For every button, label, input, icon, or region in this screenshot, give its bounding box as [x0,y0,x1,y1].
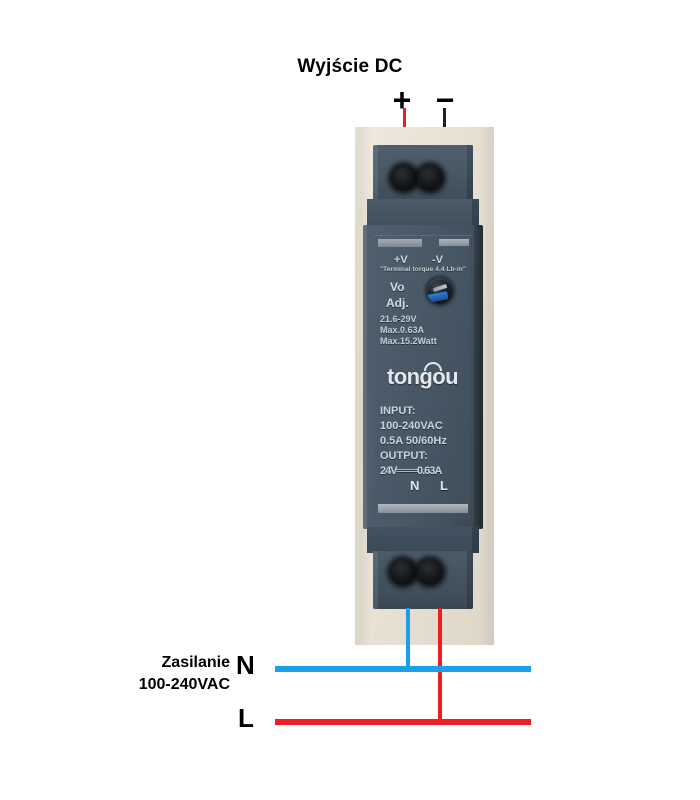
ac-supply-caption: Zasilanie 100-240VAC [122,652,230,696]
dc-negative-terminal-hole [417,165,443,191]
input-heading: INPUT: [380,405,416,417]
output-voltage-range: 21.6-29V [380,314,417,324]
silver-sticker-right [439,239,469,246]
dc-positive-sign: + [392,82,412,118]
line-bus-wire [275,719,531,725]
neutral-terminal-hole [390,559,416,585]
lower-shoulder [367,527,479,553]
input-voltage: 100-240VAC [380,420,443,432]
dc-output-title: Wyjście DC [297,56,403,77]
dc-positive-terminal-hole [391,165,417,191]
vo-adjust-label-line1: Vo [390,280,405,294]
ac-supply-line1: Zasilanie [161,654,230,671]
terminal-torque-note: "Terminal torque 4.4 Lb-in" [380,266,467,273]
device-label-face: +V -V "Terminal torque 4.4 Lb-in" Vo Adj… [373,235,471,519]
line-label: L [238,703,254,733]
power-supply-device: +V -V "Terminal torque 4.4 Lb-in" Vo Adj… [355,127,494,645]
neutral-bus-wire [275,666,531,672]
neutral-label: N [236,650,255,680]
line-terminal-hole [417,559,443,585]
upper-shoulder [367,199,479,227]
dc-negative-sign: − [435,82,455,118]
negative-terminal-marking: -V [432,254,443,266]
potentiometer-blue-body [427,291,449,303]
brand-arc-accent [424,362,442,371]
device-main-body: +V -V "Terminal torque 4.4 Lb-in" Vo Adj… [363,225,483,529]
positive-terminal-marking: +V [394,254,408,266]
max-power-rating: Max.15.2Watt [380,336,437,346]
silver-bar-bottom [378,504,468,513]
line-terminal-marking: L [440,478,448,493]
silver-sticker-left [378,239,422,247]
max-current-rating: Max.0.63A [380,325,425,335]
voltage-adjust-potentiometer[interactable] [427,278,453,304]
ac-supply-line2: 100-240VAC [138,676,230,693]
output-rating: 24V═══0.63A [380,465,442,477]
vo-adjust-label-line2: Adj. [386,296,409,310]
output-heading: OUTPUT: [380,450,428,462]
neutral-drop-wire [406,608,410,671]
brand-logo: tongou [387,364,459,389]
neutral-terminal-marking: N [410,478,420,493]
specification-block: INPUT: 100-240VAC 0.5A 50/60Hz OUTPUT: 2… [380,404,447,479]
input-current: 0.5A 50/60Hz [380,435,447,447]
